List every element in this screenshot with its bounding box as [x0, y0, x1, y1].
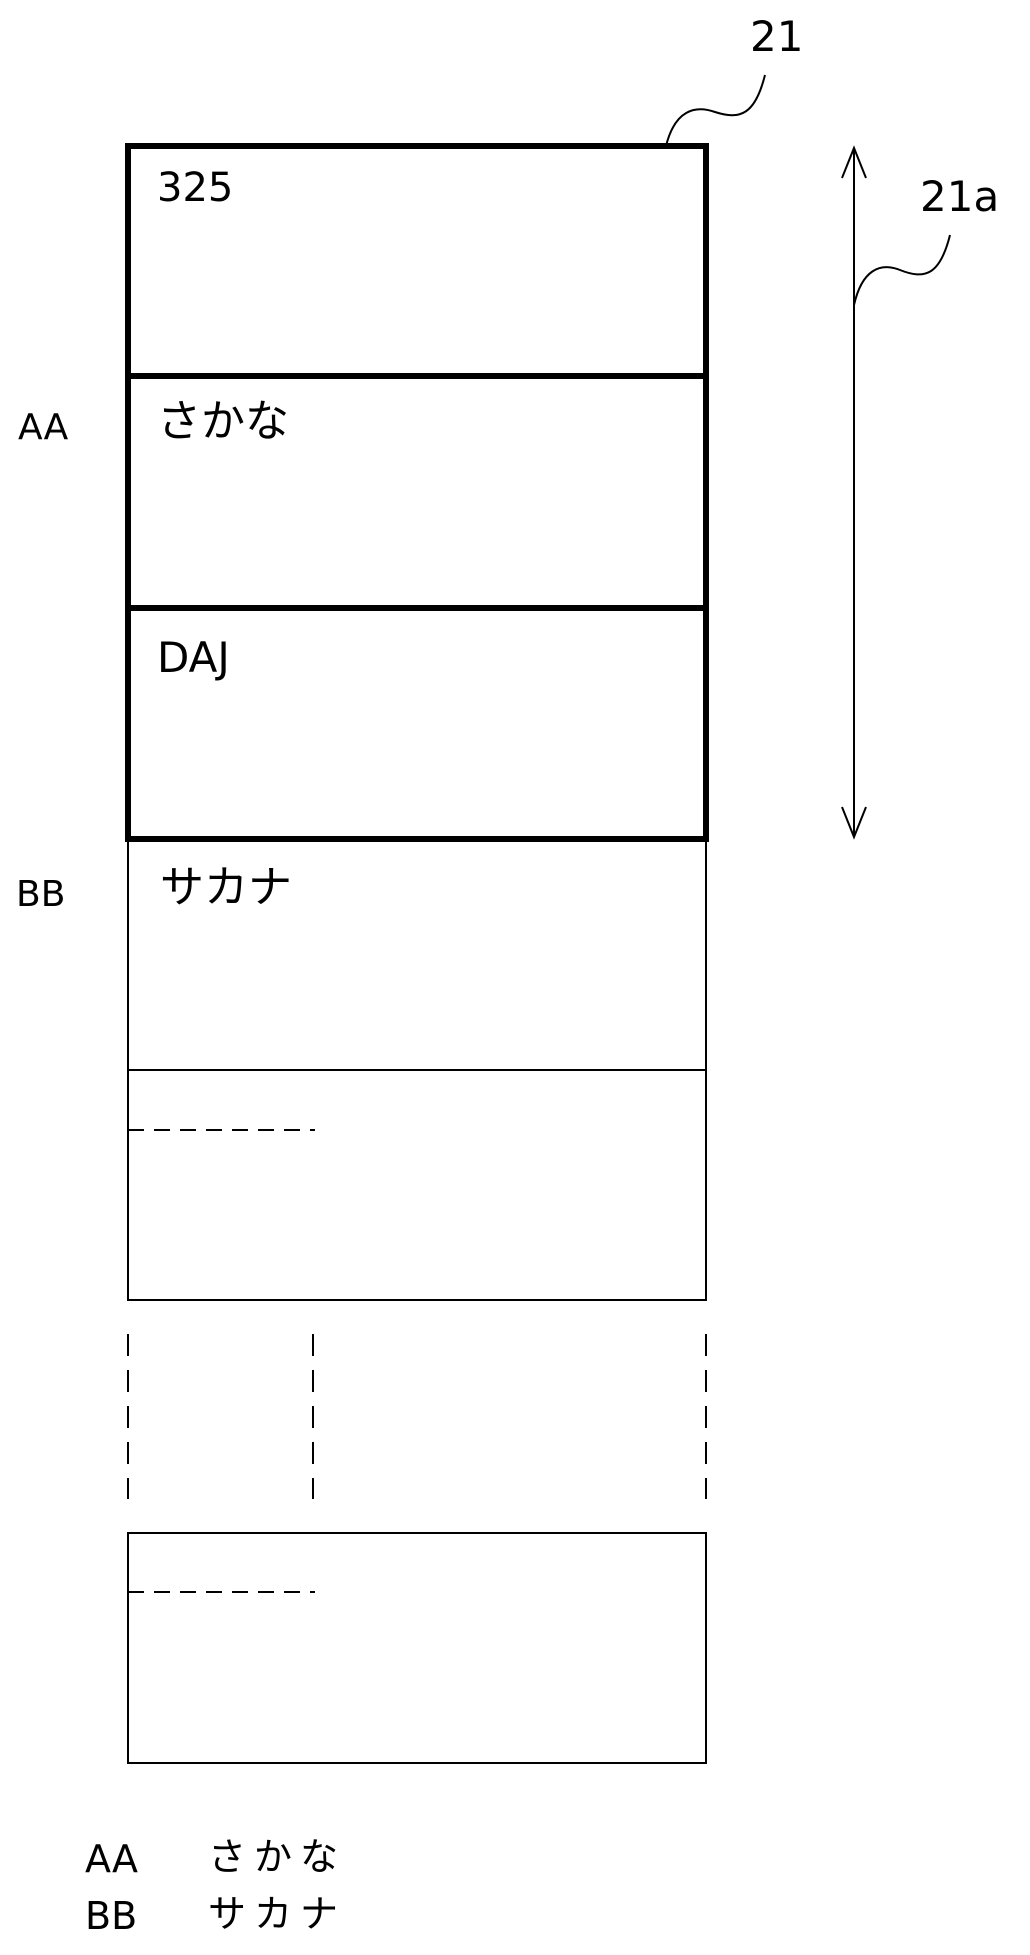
last-cell — [128, 1533, 706, 1763]
legend-key-aa: AA — [85, 1840, 138, 1878]
ref-label-21a: 21a — [920, 176, 999, 218]
display-window-21 — [128, 146, 706, 839]
leader-line-21a — [854, 235, 950, 305]
legend-value-bb: サカナ — [208, 1895, 346, 1933]
row-text-daj: DAJ — [157, 637, 230, 679]
row-text-katakana: サカナ — [160, 866, 292, 910]
double-arrow-icon — [842, 148, 866, 837]
side-label-bb: BB — [16, 877, 65, 913]
row-text-325: 325 — [157, 168, 233, 208]
leader-line-21 — [666, 75, 765, 146]
legend-value-aa: さかな — [208, 1838, 346, 1876]
legend-key-bb: BB — [85, 1897, 137, 1935]
row-text-hiragana: さかな — [157, 400, 289, 444]
ref-label-21: 21 — [750, 16, 803, 58]
side-label-aa: AA — [18, 410, 68, 446]
